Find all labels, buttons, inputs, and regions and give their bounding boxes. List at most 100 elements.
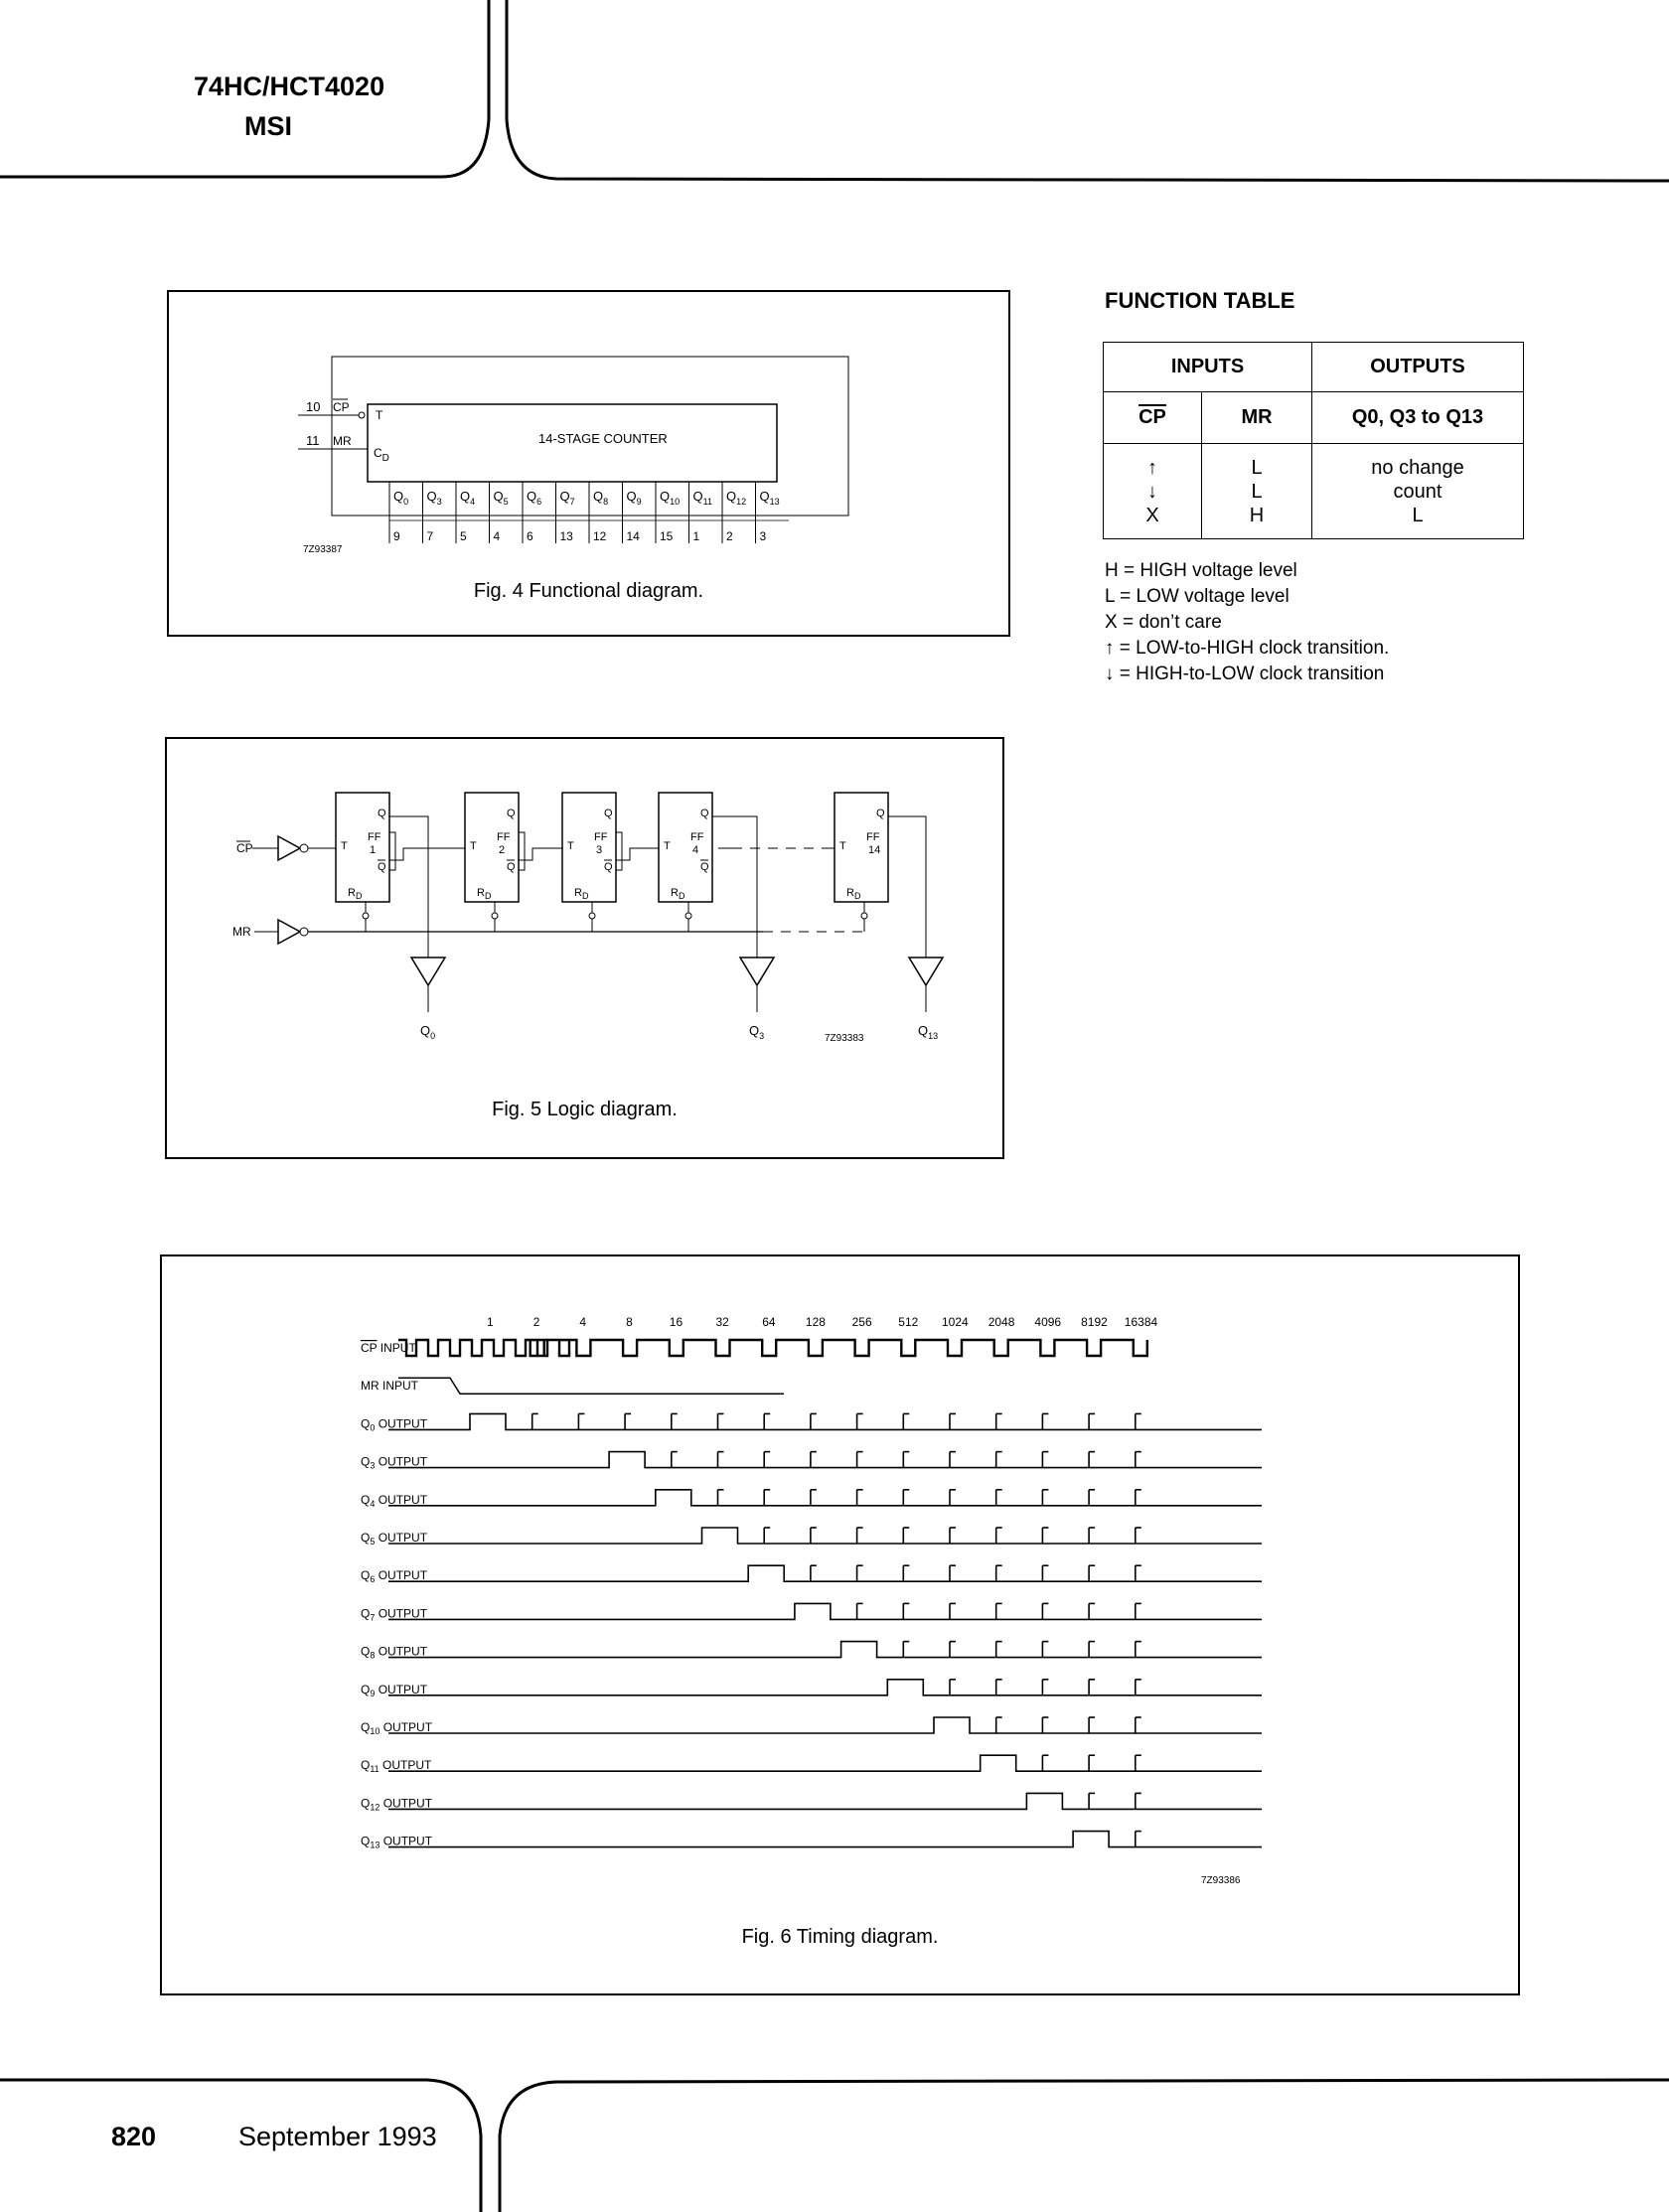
- q-output-wave: [388, 1716, 1262, 1734]
- fig6-code: 7Z93386: [1201, 1875, 1241, 1886]
- fig4-output-label: Q6: [527, 489, 541, 507]
- flip-flop: [658, 792, 713, 903]
- ff-q: Q: [700, 808, 709, 819]
- ff-rd: RD: [846, 887, 861, 901]
- ff-number: 3: [596, 844, 602, 856]
- fig6-row-label: CP INPUT: [361, 1341, 416, 1355]
- ft-head-inputs: INPUTS: [1103, 342, 1312, 392]
- fig4-output-pin: 13: [560, 529, 574, 543]
- q-output-wave: [388, 1792, 1262, 1811]
- ff-name: FF: [866, 831, 880, 843]
- fig4-pin-cp: 10: [306, 399, 320, 414]
- fig6-row-label: Q4 OUTPUT: [361, 1493, 428, 1509]
- ff-name: FF: [690, 831, 704, 843]
- fig4-sig-mr: MR: [333, 434, 352, 448]
- function-table: INPUTS OUTPUTS CP MR Q0, Q3 to Q13 ↑ ↓ X…: [1103, 342, 1524, 539]
- fig4-in-cd: C: [374, 446, 382, 460]
- q-output-wave: [388, 1830, 1262, 1848]
- ff-q: Q: [604, 808, 613, 819]
- fig4-output-label: Q12: [726, 489, 746, 507]
- fig4-output-label: Q13: [760, 489, 780, 507]
- ft-row1-out: no change: [1371, 456, 1464, 479]
- q-output-wave: [388, 1489, 1262, 1507]
- fig4-output-pin: 15: [660, 529, 674, 543]
- flip-flop: [561, 792, 617, 903]
- fig6-count-label: 16: [670, 1315, 683, 1329]
- q-output-wave: [388, 1678, 1262, 1696]
- ft-row3-cp: X: [1145, 504, 1159, 526]
- q-output-wave: [388, 1450, 1262, 1469]
- ff-rd: RD: [574, 887, 589, 901]
- ff-name: FF: [594, 831, 608, 843]
- fig6-count-label: 512: [898, 1315, 918, 1329]
- ft-row3-mr: H: [1249, 504, 1265, 526]
- ff-q: Q: [876, 808, 885, 819]
- fig4-output-pin: 14: [627, 529, 641, 543]
- fig6-row-label: Q3 OUTPUT: [361, 1455, 428, 1471]
- ff-q: Q: [378, 808, 386, 819]
- fig4-output-pin: 9: [393, 529, 400, 543]
- ff-qbar: Q: [700, 861, 709, 873]
- fig4-output-pin: 1: [693, 529, 700, 543]
- flip-flop: [464, 792, 520, 903]
- fig6-count-label: 8192: [1081, 1315, 1108, 1329]
- part-number: 74HC/HCT4020: [194, 72, 385, 101]
- fig6-row-label: Q10 OUTPUT: [361, 1720, 433, 1736]
- ff-qbar: Q: [507, 861, 516, 873]
- q-output-wave: [388, 1754, 1262, 1773]
- ff-number: 1: [370, 844, 376, 856]
- ff-name: FF: [368, 831, 381, 843]
- fig4-output-pin: 2: [726, 529, 733, 543]
- fig4-output-label: Q7: [560, 489, 575, 507]
- fig6-row-label: Q13 OUTPUT: [361, 1835, 433, 1850]
- fig4-code: 7Z93387: [303, 544, 343, 555]
- fig6-count-label: 2048: [988, 1315, 1015, 1329]
- fig4-output-pin: 4: [494, 529, 501, 543]
- fig6-row-label: Q0 OUTPUT: [361, 1416, 428, 1432]
- function-table-legend: H = HIGH voltage level L = LOW voltage l…: [1105, 558, 1389, 687]
- ft-row2-cp: ↓: [1147, 480, 1157, 503]
- q-output-wave: [388, 1564, 1262, 1583]
- page-number: 820: [111, 2122, 157, 2151]
- fig4-output-label: Q9: [627, 489, 642, 507]
- legend-fall: ↓ = HIGH-to-LOW clock transition: [1105, 664, 1385, 684]
- fig6-count-label: 32: [716, 1315, 730, 1329]
- flip-flop: [335, 792, 390, 903]
- ff-number: 14: [868, 844, 880, 856]
- q-output-wave: [388, 1527, 1262, 1545]
- part-category: MSI: [244, 111, 293, 141]
- ff-qbar: Q: [604, 861, 613, 873]
- ft-row2-out: count: [1393, 480, 1442, 503]
- publication-date: September 1993: [238, 2122, 437, 2151]
- fig4-output-pin: 3: [760, 529, 767, 543]
- q-output-wave: [388, 1640, 1262, 1659]
- fig5-mr-label: MR: [232, 925, 251, 939]
- fig6-row-label: Q11 OUTPUT: [361, 1758, 432, 1774]
- ft-row2-mr: L: [1251, 480, 1263, 503]
- fig5-caption: Fig. 5 Logic diagram.: [492, 1099, 678, 1120]
- output-buffer: [409, 957, 447, 987]
- fig4-in-t: T: [376, 408, 383, 422]
- ff-number: 4: [692, 844, 698, 856]
- fig6-count-label: 64: [762, 1315, 776, 1329]
- fig4-sig-cp: CP: [333, 400, 350, 414]
- fig4-output-label: Q5: [494, 489, 509, 507]
- fig6-count-label: 4: [579, 1315, 586, 1329]
- fig6-row-label: Q7 OUTPUT: [361, 1606, 428, 1622]
- ft-head-outputs: OUTPUTS: [1311, 342, 1524, 392]
- ff-number: 2: [499, 844, 505, 856]
- output-buffer: [738, 957, 776, 987]
- ff-t-label: T: [839, 840, 846, 852]
- fig6-count-label: 256: [852, 1315, 872, 1329]
- ft-head-cp: CP: [1103, 391, 1202, 444]
- fig4-in-cd-sub: D: [382, 453, 389, 464]
- legend-x: X = don’t care: [1105, 612, 1222, 633]
- q-output-wave: [388, 1602, 1262, 1621]
- ff-t-label: T: [664, 840, 671, 852]
- fig5-output-label: Q0: [420, 1023, 435, 1041]
- fig6-row-label: Q8 OUTPUT: [361, 1645, 428, 1661]
